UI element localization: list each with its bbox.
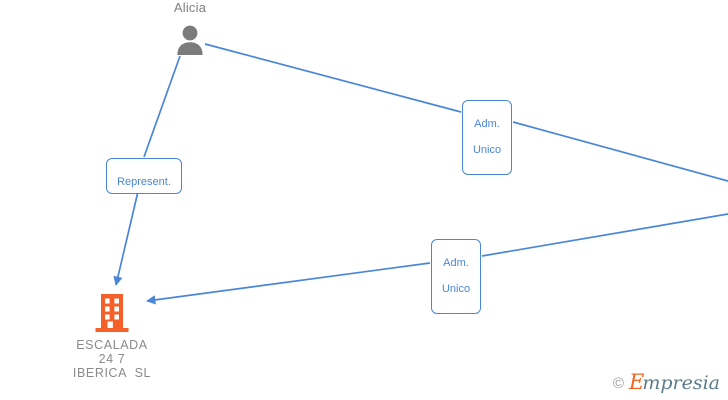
brand-rest: mpresia (642, 372, 720, 394)
edge-alicia-to-offscreen-right-seg (512, 121, 728, 182)
edge-label-adm-unico-top[interactable]: Adm. Unico (462, 100, 512, 175)
edge-label-represent-text: Represent. (117, 176, 171, 188)
edge-label-adm-unico-bottom[interactable]: Adm. Unico (431, 239, 481, 314)
edge-offscreen-to-company-right-seg (481, 213, 728, 257)
empresia-watermark: © Empresia (613, 372, 720, 394)
edge-label-represent[interactable]: Represent. (106, 158, 182, 194)
edge-label-adm-unico-bottom-line-1: Adm. (443, 257, 469, 269)
company-name-line-2: 24 7 (98, 352, 126, 366)
brand-initial: E (628, 370, 645, 394)
edge-offscreen-to-company-left-seg (146, 262, 431, 305)
node-company-escalada[interactable]: ESCALADA 24 7 IBERICA SL (50, 290, 174, 380)
edge-label-adm-unico-top-line-2: Unico (472, 144, 502, 156)
brand-logo: Empresia (629, 372, 720, 394)
edge-label-adm-unico-top-line-1: Adm. (474, 118, 500, 130)
edge-label-adm-unico-bottom-line-2: Unico (441, 283, 471, 295)
edge-alicia-to-offscreen-left-seg (204, 43, 462, 113)
edge-alicia-to-company-upper (143, 55, 181, 158)
office-building-icon[interactable] (93, 290, 131, 334)
person-name-label: Alicia (173, 0, 207, 15)
company-name-line-3: IBERICA SL (72, 366, 152, 380)
edge-alicia-to-company-lower (113, 182, 141, 286)
node-person-alicia[interactable]: Alicia (148, 0, 232, 56)
copyright-icon: © (612, 374, 624, 392)
person-avatar-icon[interactable] (173, 22, 207, 56)
company-name-line-1: ESCALADA (76, 338, 148, 352)
